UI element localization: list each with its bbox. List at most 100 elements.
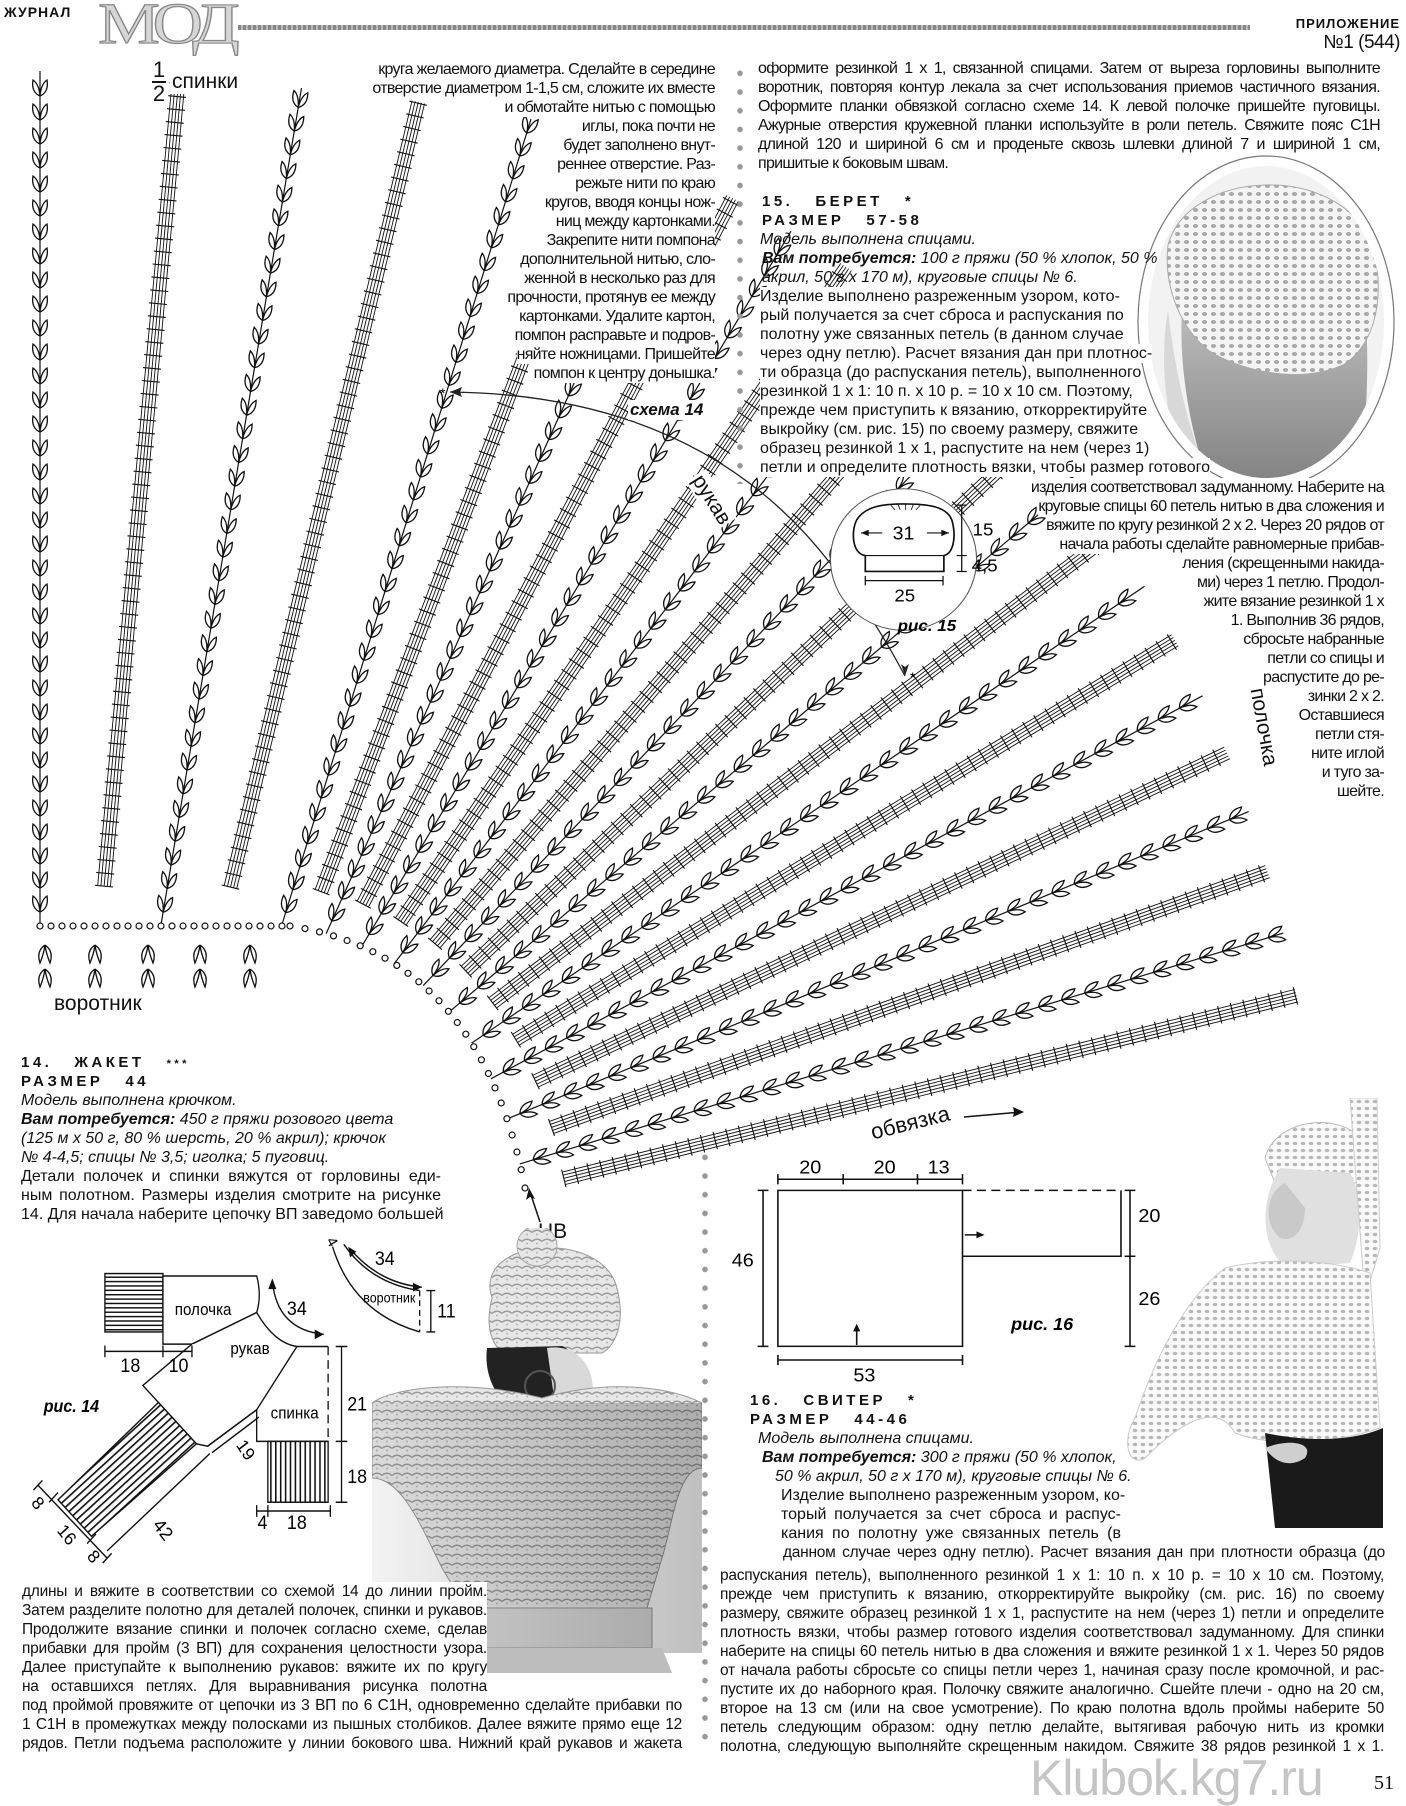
fig14-collar-end: 4	[323, 1234, 341, 1250]
arrowhead-icon	[526, 1188, 535, 1200]
fig16-width: 53	[853, 1366, 875, 1386]
fig14-side: 19	[233, 1436, 260, 1465]
fig-14: полочка 34 рукав 18 10 спинка 21 18 19 4…	[28, 1234, 456, 1568]
fraction-bar	[152, 81, 166, 83]
fig16-height: 46	[732, 1251, 754, 1271]
text-line: ниц между картонками.	[555, 212, 716, 231]
text-line: сбросьте набранные	[1243, 630, 1385, 649]
fig15-base: 25	[894, 586, 915, 605]
fig16-top-a: 20	[799, 1158, 821, 1178]
beret-title: 15.БЕРЕТ*	[762, 192, 937, 211]
sweater-method: Модель выполнена спицами.	[758, 1429, 974, 1448]
needs-label: Вам потребуется:	[762, 1449, 917, 1466]
text-line: оформите резинкой 1 х 1, связанной спица…	[758, 59, 1381, 78]
text-line: жите вязание резинкой 1 х	[1203, 592, 1385, 611]
crochet-ray-leaves	[32, 78, 48, 913]
fig15-width: 31	[893, 524, 915, 544]
needs-label: Вам потребуется:	[762, 250, 917, 267]
crochet-ray-crossbars	[510, 634, 1177, 1048]
text-line: иглы, пока почти не	[581, 117, 716, 136]
crochet-ray-leaves	[502, 693, 1199, 1076]
jacket-photo	[372, 1228, 702, 1673]
text-line: 14. Для начала наберите цепочку ВП завед…	[21, 1205, 444, 1224]
text-line: помпон к центру донышка.	[533, 364, 716, 383]
size-value: 57-58	[866, 212, 923, 229]
hat	[488, 1247, 621, 1354]
text-line: второе на 13 см (или на свое усмотрение)…	[720, 1699, 1384, 1718]
text-line: зинки 2 х 2.	[1307, 687, 1385, 706]
crochet-ray-stitches	[532, 746, 1230, 1088]
text-line: и обмотайте нитью с помощью	[504, 98, 716, 117]
fig14-collar-length: 34	[375, 1247, 395, 1269]
beret-method: Модель выполнена спицами.	[760, 231, 976, 248]
text-line: дополнительной нитью, сло-	[520, 250, 716, 269]
text-line: круговые спицы 60 петель нитью в два сло…	[1038, 497, 1385, 516]
text-line: петли и определите плотность вязки, чтоб…	[760, 458, 1210, 477]
sweater-needs-cont: 50 % акрил, 50 г х 170 м), круговые спиц…	[775, 1467, 1132, 1486]
fig14-front-width: 10	[169, 1354, 189, 1376]
crochet-ray-leaves	[156, 89, 309, 913]
raised-arm	[1349, 1098, 1381, 1299]
fig16-top-c: 13	[928, 1158, 950, 1178]
text-line: Оставшиеся	[1298, 706, 1385, 725]
text-line: через одну петлю). Расчет вязания дан пр…	[760, 344, 1153, 363]
text-line: полотну уже связанных петель (в данном с…	[760, 325, 1124, 344]
crochet-ray-leaves	[280, 114, 539, 914]
text-line: круга желаемого диаметра. Сделайте в сер…	[378, 60, 716, 79]
fig16-lower: 26	[1138, 1289, 1160, 1309]
beret-text-right: изделия соответствовал задуманному. Набе…	[1000, 478, 1385, 801]
text-line: воротник, повторяя контур лекала за счет…	[758, 78, 1381, 97]
fig16-caption: рис. 16	[1010, 1315, 1073, 1334]
text-line: размеру, свяжите образец резинкой 1 х 1,…	[720, 1604, 1384, 1623]
fig14-back-rib: 18	[347, 1465, 367, 1487]
jacket-needs: Вам потребуется: 450 г пряжи розового цв…	[21, 1110, 441, 1129]
fig14-cuff-b: 16	[54, 1520, 81, 1549]
text-line: и туго за-	[1321, 763, 1385, 782]
crochet-ray-leaves	[365, 236, 792, 936]
beret-needs: Вам потребуется: 100 г пряжи (50 % хлопо…	[762, 249, 1157, 268]
text-line: женной в несколько раз для	[524, 269, 716, 288]
text-line: Далее приступайте к выполнению рукавов: …	[22, 1658, 487, 1677]
crochet-ray-crossbars	[561, 987, 1299, 1188]
beret-text-left: Изделие выполнено разреженным узором, ко…	[760, 287, 1210, 477]
column-divider	[736, 64, 744, 484]
label-back: спинки	[170, 70, 241, 94]
crochet-ray-stitches	[395, 263, 852, 926]
jacket-text-continued: длины и вяжите в соответствии со схемой …	[22, 1582, 682, 1753]
text-line: Оформите планки обвязкой согласно схеме …	[758, 97, 1381, 116]
fig14-back: спинка	[271, 1405, 319, 1423]
supplement-label: ПРИЛОЖЕНИЕ	[1295, 16, 1400, 31]
crochet-ray-stitches	[512, 634, 1179, 1046]
sweater-text: распускания петель), выполненного резинк…	[720, 1566, 1384, 1756]
label-collar: воротник	[52, 992, 144, 1016]
text-line: Затем разделите полотно для деталей поло…	[22, 1601, 487, 1620]
item-number: 15.	[762, 193, 794, 210]
text-line: данном случае через одну петлю). Расчет …	[783, 1543, 1385, 1562]
text-line: петель следующим образом: одну петлю дел…	[720, 1718, 1384, 1737]
beret-photo	[1137, 155, 1395, 489]
crochet-ray-leaves	[519, 806, 1249, 1118]
needs-text: 300 г пряжи (50 % хлопок,	[916, 1449, 1117, 1466]
size-value: 44-46	[854, 1411, 911, 1428]
fig14-armhole: 21	[347, 1393, 367, 1415]
text-line: Продолжите вязание спинки и полочек согл…	[22, 1620, 487, 1639]
text-line: отверстие диаметром 1-1,5 см, сложите их…	[372, 79, 716, 98]
text-line: ления (скрещенными накида-	[1182, 554, 1385, 573]
crochet-ray-stitches	[429, 342, 952, 949]
crochet-ray-stitches	[356, 195, 739, 908]
issue-number: №1 (544)	[1323, 32, 1400, 53]
text-line: Изделие выполнено разреженным узором, ко…	[781, 1486, 1126, 1505]
edging-arrow	[963, 1111, 1023, 1118]
page-number: 51	[1374, 1772, 1394, 1794]
text-line: наберите на спицы 60 петель нитью в два …	[720, 1642, 1384, 1661]
column-divider	[701, 1148, 709, 1752]
fig14-cuff-c: 8	[83, 1546, 104, 1567]
needs-label: Вам потребуется:	[21, 1111, 176, 1128]
fig14-sleeve: рукав	[230, 1340, 269, 1358]
item-title: СВИТЕР	[803, 1392, 886, 1409]
crochet-ray-crossbars	[95, 82, 188, 888]
text-line: Детали полочек и спинки вяжутся от горло…	[21, 1167, 441, 1186]
